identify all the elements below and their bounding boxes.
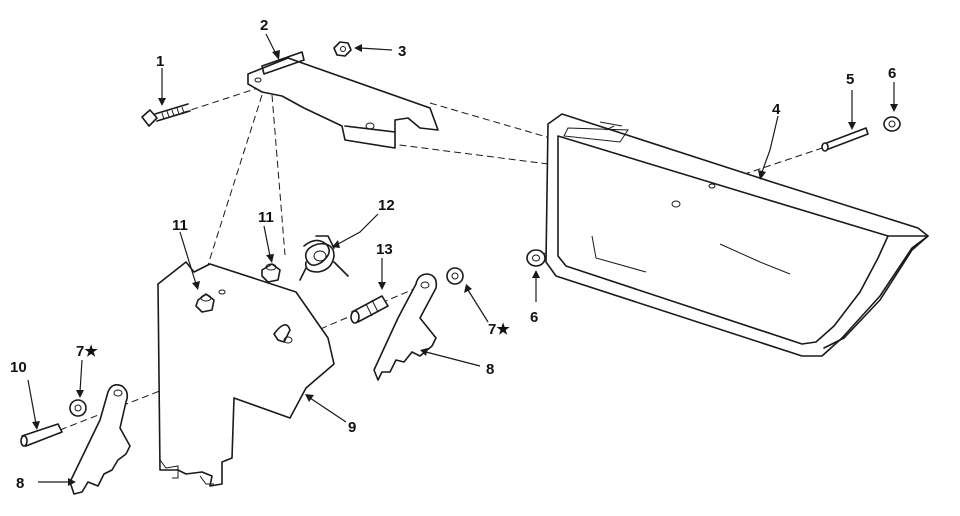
- part-washer-6-left: [526, 249, 546, 267]
- part-nut: [333, 41, 352, 57]
- callout-3: 3: [398, 43, 406, 60]
- part-rod: [20, 423, 63, 447]
- part-blade-guard: [545, 113, 929, 357]
- leader-lines: [27, 33, 898, 486]
- callout-8-left: 8: [16, 475, 24, 492]
- part-spreader: [157, 261, 335, 487]
- callout-7-right: 7★: [488, 321, 510, 338]
- callout-10: 10: [10, 359, 27, 376]
- callout-1: 1: [156, 53, 164, 70]
- callout-5: 5: [846, 71, 854, 88]
- part-pin: [821, 127, 869, 152]
- callout-7-left: 7★: [76, 343, 98, 360]
- part-bracket: [247, 51, 439, 149]
- part-pawl-left: [69, 384, 131, 495]
- part-washer-7-right: [446, 267, 464, 285]
- callout-12: 12: [378, 197, 395, 214]
- callout-4: 4: [772, 101, 781, 118]
- part-washer-6-right: [883, 116, 901, 132]
- callout-13: 13: [376, 241, 393, 258]
- part-spacer-left: [195, 293, 215, 313]
- callout-8-right: 8: [486, 361, 494, 378]
- callout-9: 9: [348, 419, 356, 436]
- callout-6-right: 6: [888, 65, 896, 82]
- part-bolt: [141, 103, 191, 127]
- part-washer-7-left: [69, 399, 87, 417]
- callout-11-left: 11: [172, 217, 188, 234]
- callout-labels: 1 2 3 4 5 6 6 7★ 7★ 8 8 9 10 11 11 12 13: [10, 17, 896, 492]
- callout-6-left: 6: [530, 309, 538, 326]
- part-spring: [299, 235, 349, 281]
- part-pawl-right: [373, 273, 438, 381]
- part-spacer-right: [261, 263, 281, 283]
- part-bushing: [350, 295, 389, 324]
- callout-11-right: 11: [258, 209, 274, 226]
- callout-2: 2: [260, 17, 268, 34]
